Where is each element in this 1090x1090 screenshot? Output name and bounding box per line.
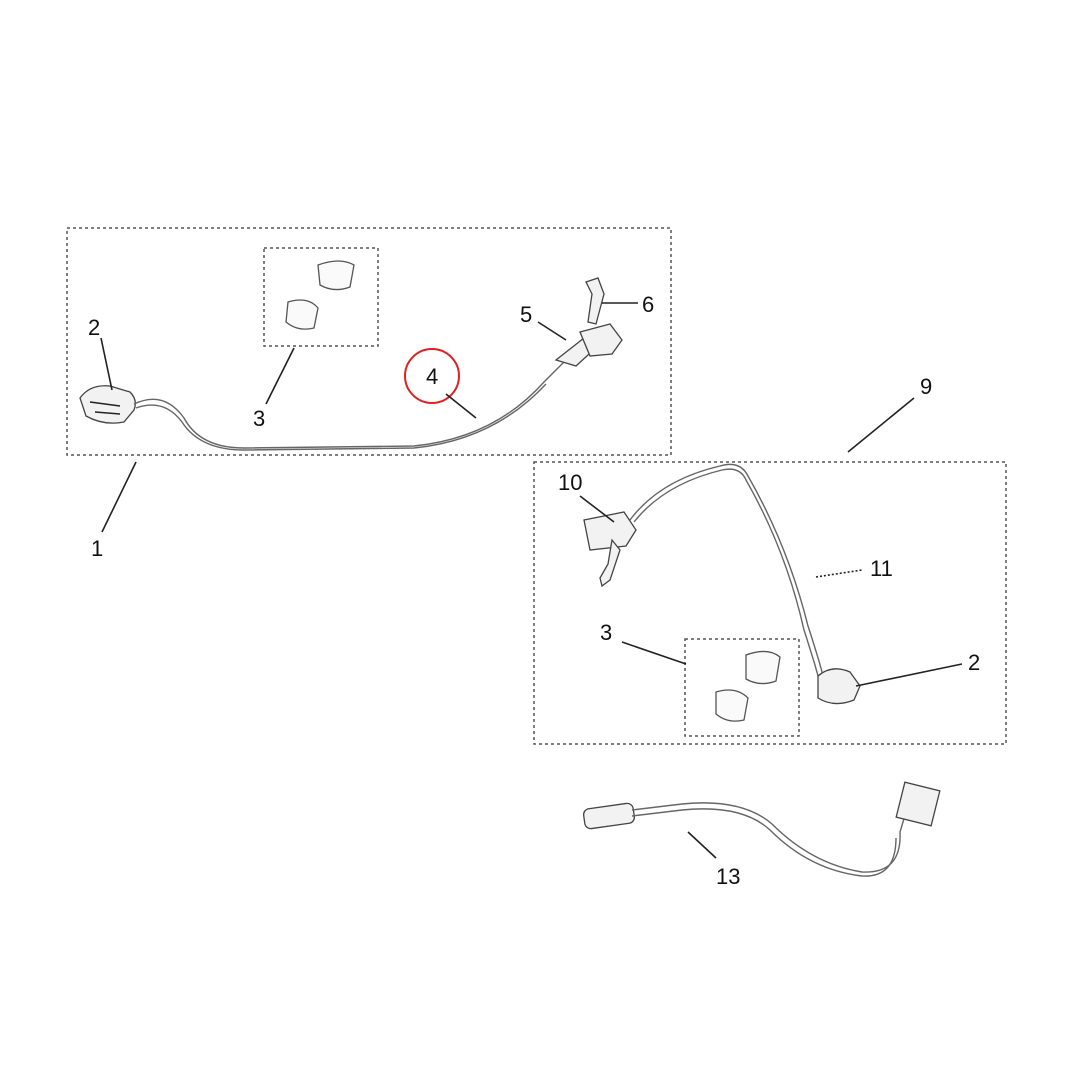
front-caliper [79, 385, 136, 424]
front-brake-lever [554, 277, 623, 367]
rear-hose [629, 463, 827, 687]
rear-brake-pads [715, 650, 781, 722]
rear-pads-box [684, 638, 800, 737]
label-front-lever-blade: 6 [642, 292, 654, 317]
rear-brake-lever [583, 511, 637, 588]
front-kit-box [66, 227, 672, 456]
label-front-pads: 3 [253, 406, 265, 431]
label-front-hose: 4 [426, 364, 438, 389]
label-front-kit: 1 [91, 536, 103, 561]
rear-caliper [817, 668, 861, 705]
label-rear-lever: 10 [558, 470, 582, 495]
label-rear-kit: 9 [920, 374, 932, 399]
label-front-lever-body: 5 [520, 302, 532, 327]
rear-kit-box [533, 461, 1007, 745]
front-brake-kit-group: 2 3 4 5 6 1 [66, 227, 672, 561]
sensor-cable-group: 13 [582, 781, 941, 889]
rear-brake-kit-group: 9 10 11 3 2 [533, 374, 1007, 745]
label-front-caliper: 2 [88, 315, 100, 340]
sensor-plug [582, 802, 636, 830]
front-pads-box [263, 247, 379, 347]
label-rear-caliper: 2 [968, 650, 980, 675]
front-brake-pads [285, 260, 355, 330]
label-rear-hose: 11 [870, 556, 893, 581]
highlight-circle [404, 348, 460, 404]
sensor-connector [895, 781, 941, 827]
label-rear-pads: 3 [600, 620, 612, 645]
label-sensor-cable: 13 [716, 864, 740, 889]
front-hose [133, 361, 565, 449]
sensor-cable [631, 802, 907, 873]
